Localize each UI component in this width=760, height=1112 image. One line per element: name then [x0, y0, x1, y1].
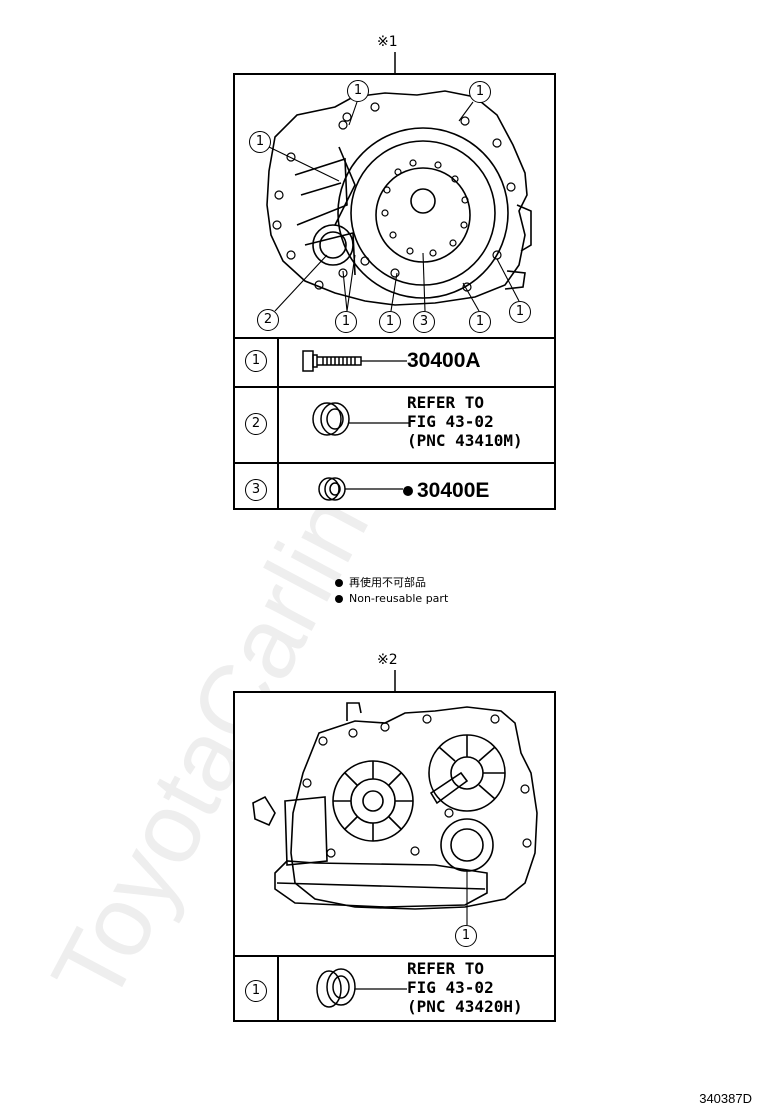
refer-text: REFER TO FIG 43-02 (PNC 43410M): [407, 393, 523, 450]
row-divider: [235, 955, 554, 957]
figure-id: 340387D: [699, 1091, 752, 1106]
part-number: 30400A: [407, 349, 481, 372]
row-ref-3: 3: [245, 479, 267, 501]
column-divider: [277, 955, 279, 1020]
dot-icon: [335, 579, 343, 587]
row-divider: [235, 337, 554, 339]
row-divider: [235, 462, 554, 464]
bolt-icon: [302, 350, 407, 372]
callout-1: 1: [379, 311, 401, 333]
callout-1: 1: [509, 301, 531, 323]
section2-frame: 1 1 REFER TO FIG 43-02 (PNC 43420H): [233, 691, 556, 1022]
row-divider: [235, 386, 554, 388]
oil-seal-icon: [312, 402, 409, 436]
non-reusable-dot: [403, 486, 413, 496]
section1-frame: 1 1 1 1 2 1 1 3 1 1 30400A 2 REFER TO FI…: [233, 73, 556, 510]
callout-1: 1: [469, 311, 491, 333]
dot-icon: [335, 595, 343, 603]
legend-en: Non-reusable part: [335, 592, 448, 605]
transmission-front-drawing: [266, 90, 532, 312]
seal-icon: [318, 477, 403, 501]
callout-1: 1: [249, 131, 271, 153]
refer-text: REFER TO FIG 43-02 (PNC 43420H): [407, 959, 523, 1016]
callout-3: 3: [413, 311, 435, 333]
section1-mark: ※1: [377, 34, 398, 50]
legend-jp: 再使用不可部品: [335, 574, 426, 590]
callout-1: 1: [335, 311, 357, 333]
column-divider: [277, 337, 279, 508]
callout-1: 1: [455, 925, 477, 947]
transmission-side-drawing: [252, 702, 538, 925]
row-ref-1: 1: [245, 350, 267, 372]
section2-mark: ※2: [377, 652, 398, 668]
callout-1: 1: [469, 81, 491, 103]
section1-leader: [394, 52, 396, 74]
part-number: 30400E: [417, 479, 490, 502]
callout-1: 1: [347, 80, 369, 102]
section2-leader: [394, 670, 396, 692]
callout-2: 2: [257, 309, 279, 331]
row-ref-2: 2: [245, 413, 267, 435]
oil-seal-icon: [316, 968, 407, 1008]
row-ref-1: 1: [245, 980, 267, 1002]
